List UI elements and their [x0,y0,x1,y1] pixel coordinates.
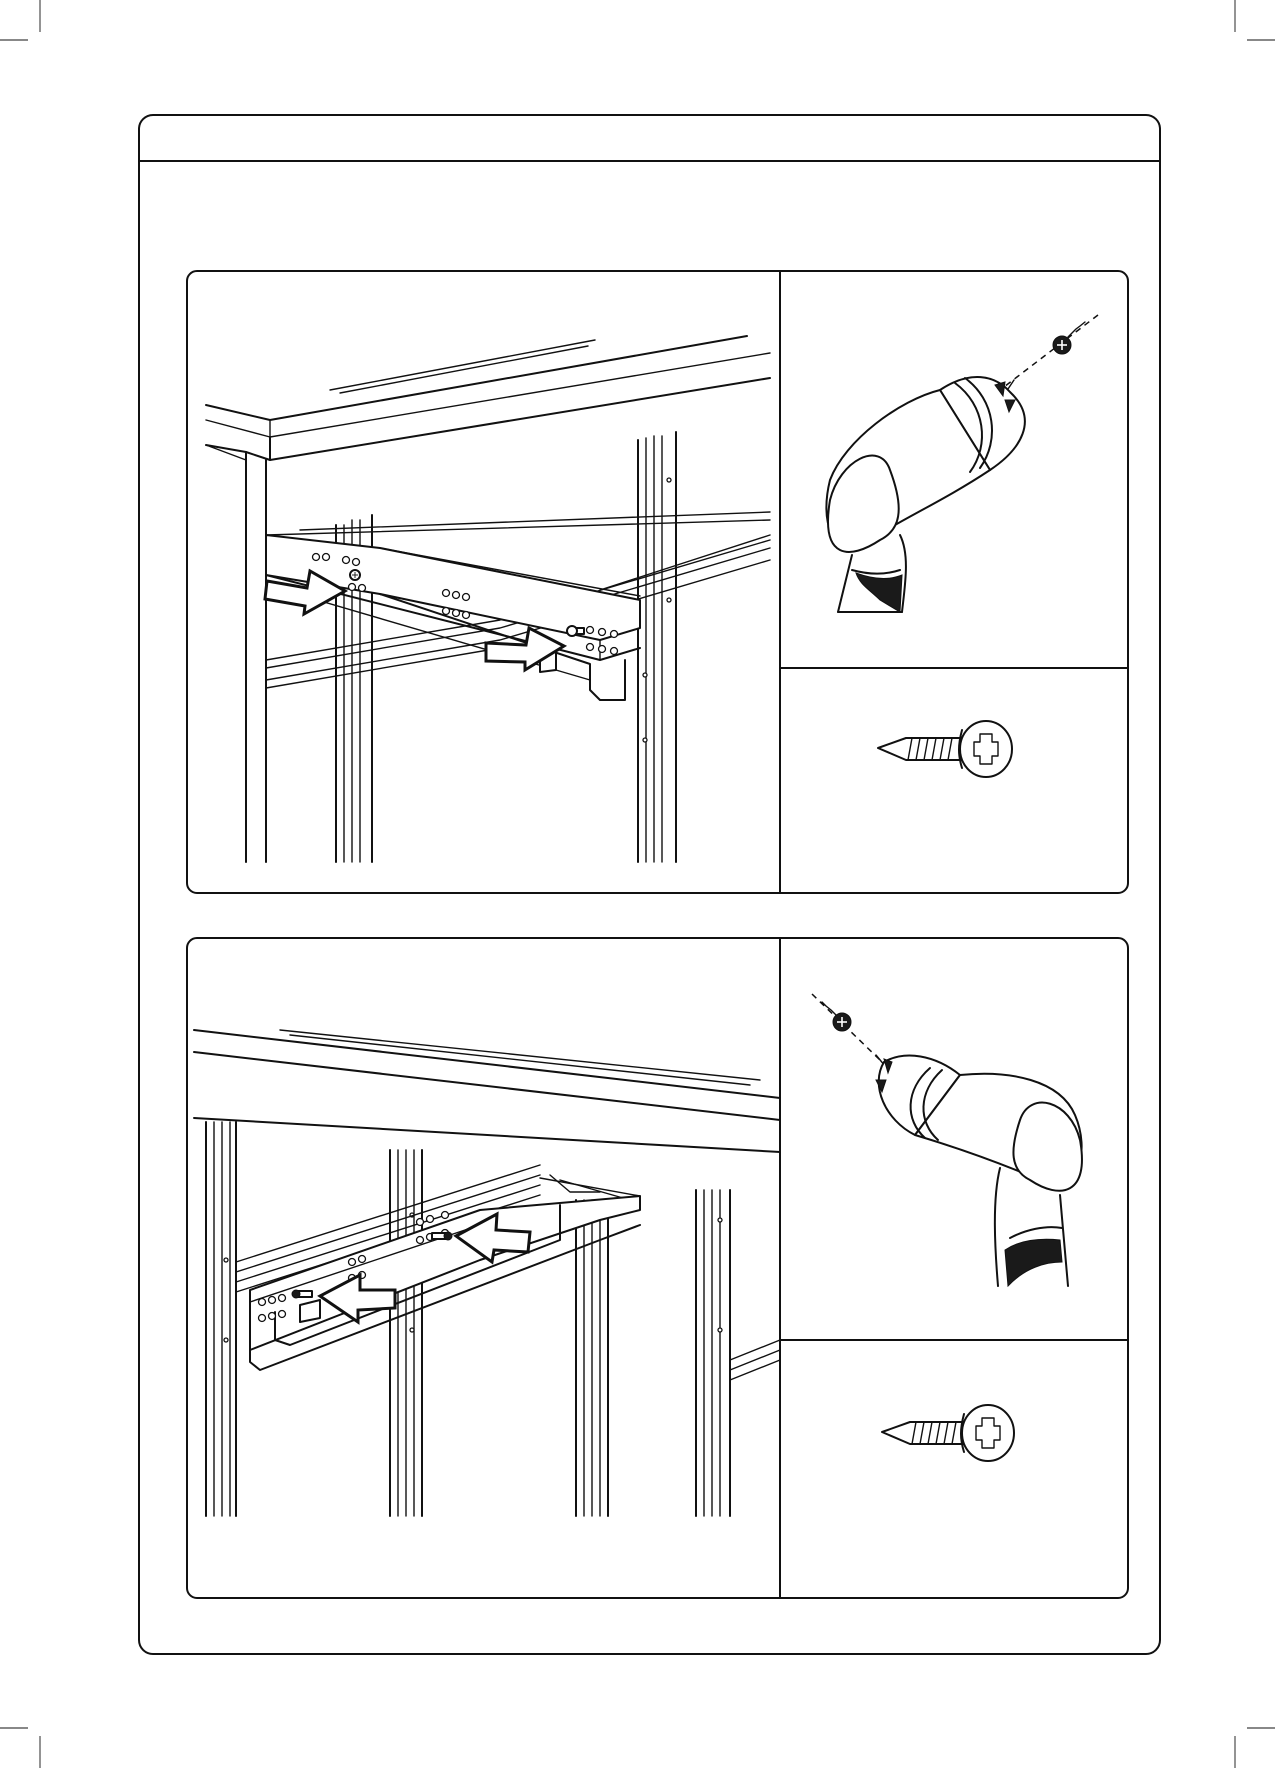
power-screwdriver-illustration [826,315,1098,612]
screw-detail [882,1405,1014,1461]
step-panel-upper [187,271,1128,893]
cabinet-runner-illustration [194,1030,780,1516]
screw-loose-right [432,1232,452,1240]
power-screwdriver-illustration [812,994,1082,1286]
cabinet-runner-illustration [206,336,770,862]
screw-small [822,1002,851,1031]
screw-loose-left [292,1290,312,1298]
screw-installed-right [567,626,584,636]
drawer-runner [266,535,640,700]
drawer-runner [250,1178,640,1370]
screw-installed-left [350,570,360,580]
step-panel-lower [187,938,1128,1598]
screw-detail [878,721,1012,777]
